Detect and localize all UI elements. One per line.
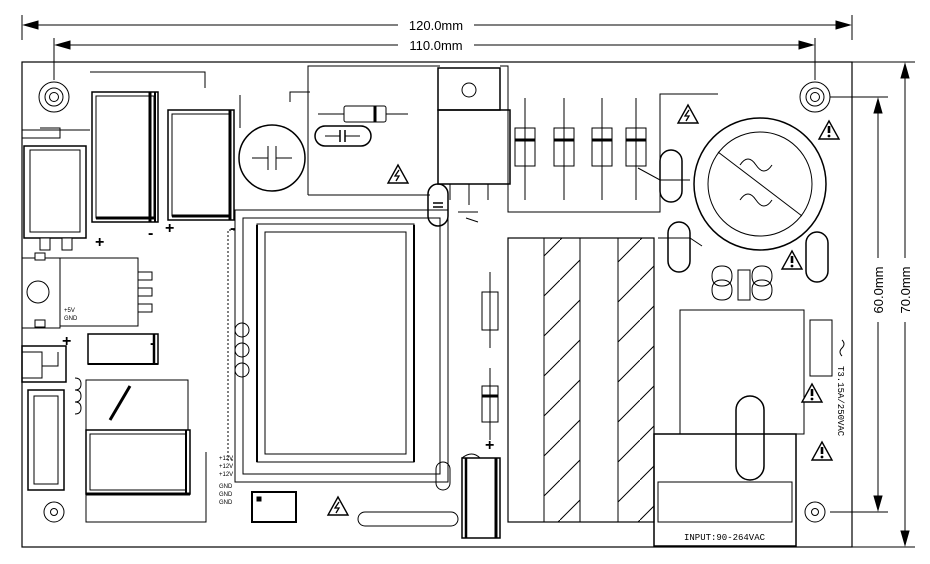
output-capacitor: [85, 429, 207, 523]
ic-chip: [251, 491, 297, 523]
heatsink: [507, 237, 655, 523]
mounting-hole-bottom-left: [43, 501, 65, 523]
polarity-plus: +: [95, 234, 104, 251]
inductor-coil-left: [74, 377, 189, 431]
output-connector-top: [23, 145, 87, 251]
board-trace: [90, 71, 206, 88]
slot-pill-1: [637, 149, 690, 203]
caution-icon: [818, 120, 840, 140]
x-capacitor: [679, 309, 805, 481]
polarity-minus: -: [230, 220, 235, 237]
connector-left-mid: [21, 345, 67, 383]
polarity-minus: -: [148, 225, 153, 242]
electrolytic-capacitor-bottom: [461, 453, 501, 539]
high-voltage-warning-icon: [387, 164, 409, 184]
small-capacitor: + -: [62, 333, 159, 365]
round-capacitor: [238, 91, 310, 192]
label-gnd-2: GND: [219, 492, 233, 498]
mounting-hole-bottom-right: [804, 501, 826, 523]
polarity-minus: -: [150, 335, 155, 352]
fuse-rating-label: T3.15A/250VAC: [835, 366, 845, 437]
rectifier-diodes: [514, 98, 647, 200]
diode-top: [318, 105, 408, 123]
high-voltage-warning-icon: [677, 104, 699, 124]
caution-icon: [781, 250, 803, 270]
slot-pill-2: [658, 221, 703, 273]
slot-bottom: [357, 511, 459, 527]
capacitor-block: + -: [165, 109, 235, 237]
mounting-hole-top-right: [799, 81, 831, 113]
label-gnd-3: GND: [219, 500, 233, 506]
label-12v-3: +12V: [219, 472, 233, 478]
fuse: T3.15A/250VAC: [809, 319, 845, 437]
capacitor-pill-top: [314, 125, 372, 147]
inductor-1: + -: [91, 91, 159, 251]
slot-pill-3: [805, 231, 829, 283]
common-mode-choke: [711, 265, 773, 301]
label-12v-1: +12V: [219, 456, 233, 462]
label-5v: +5V: [64, 308, 75, 314]
dim-overall-height: 70.0mm: [852, 61, 915, 548]
overall-width-label: 120.0mm: [409, 18, 463, 33]
hole-spacing-height-label: 60.0mm: [871, 267, 886, 314]
high-voltage-warning-icon: [327, 496, 349, 516]
output-connector-5v: +5V GND: [22, 252, 153, 329]
label-12v-2: +12V: [219, 464, 233, 470]
output-connector-12v: [27, 389, 65, 491]
polarity-plus: +: [62, 333, 71, 350]
label-gnd-1: GND: [219, 484, 233, 490]
bulk-capacitor: [693, 117, 827, 251]
input-rating-label: INPUT:90-264VAC: [684, 533, 766, 543]
main-transformer: [227, 209, 449, 483]
caution-icon: [801, 383, 823, 403]
polarity-plus: +: [165, 220, 174, 237]
hv-section-outline: [307, 65, 718, 213]
polarity-plus: +: [485, 437, 494, 454]
dim-overall-width: 120.0mm: [21, 15, 853, 40]
input-connector: INPUT:90-264VAC: [653, 433, 797, 547]
mounting-hole-top-left: [38, 81, 70, 113]
dim-hole-spacing-height: 60.0mm: [830, 96, 888, 513]
hole-spacing-width-label: 110.0mm: [409, 38, 462, 53]
pcb-outline: [21, 61, 853, 548]
label-gnd-5v: GND: [64, 316, 78, 322]
small-diode-2: +: [481, 368, 499, 454]
capacitor-vertical: [427, 183, 479, 227]
caution-icon: [811, 441, 833, 461]
small-diode-1: [481, 272, 499, 348]
dim-hole-spacing-width: 110.0mm: [53, 38, 816, 80]
regulator-to220: [437, 67, 511, 205]
board-trace: [22, 127, 61, 139]
slot-small: [435, 461, 451, 491]
overall-height-label: 70.0mm: [898, 267, 913, 314]
